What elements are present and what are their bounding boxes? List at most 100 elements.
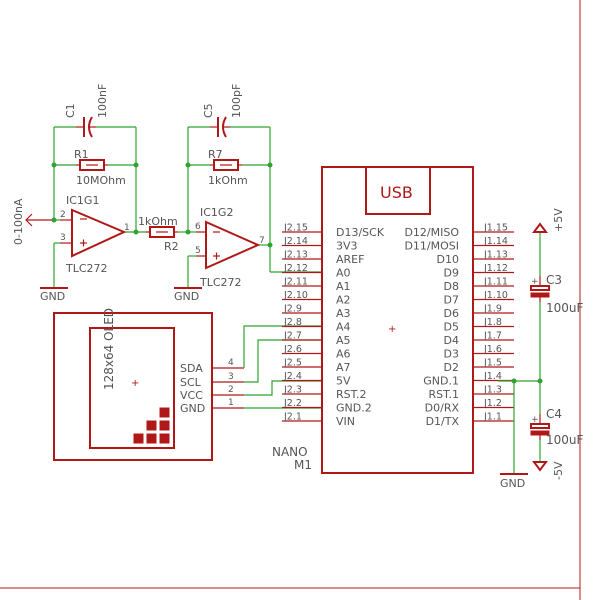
nano-left-net-label: J2.7 bbox=[283, 331, 302, 342]
supply-plus5v: +5V bbox=[532, 208, 565, 233]
r1-name: R1 bbox=[74, 148, 89, 161]
nano-ref: M1 bbox=[294, 458, 312, 472]
oled-pinnum-4: 4 bbox=[228, 358, 234, 368]
ic1g2-pin-7: 7 bbox=[259, 236, 265, 246]
resistor-r7: R7 1kOhm bbox=[208, 148, 248, 187]
nano-left-net-label: J2.4 bbox=[283, 371, 302, 382]
nano-right-net-label: J1.13 bbox=[483, 250, 508, 261]
ic1g1-value: TLC272 bbox=[65, 262, 108, 275]
nano-left-pin-label: 5V bbox=[336, 375, 351, 388]
nano-right-net-label: J1.15 bbox=[483, 223, 508, 234]
nano-left-pin-label: A2 bbox=[336, 294, 351, 307]
gnd-symbol-3: GND bbox=[500, 473, 528, 490]
input-label: 0-100nA bbox=[12, 198, 25, 245]
opamp-ic1g2: 6 5 7 IC1G2 TLC272 bbox=[195, 206, 265, 289]
nano-left-net-label: J2.1 bbox=[283, 412, 302, 423]
nano-left-net-label: J2.6 bbox=[283, 344, 302, 355]
gnd-label-2: GND bbox=[174, 290, 199, 303]
oled-origin-mark: + bbox=[131, 378, 139, 389]
supply-neg-label: -5V bbox=[552, 461, 565, 480]
r2-value: 1kOhm bbox=[138, 215, 178, 228]
nano-right-pin-label: GND.1 bbox=[423, 375, 459, 388]
c5-name: C5 bbox=[202, 103, 215, 118]
nano-right-net-label: J1.6 bbox=[483, 344, 502, 355]
c1-name: C1 bbox=[64, 103, 77, 118]
nano-right-pin-label: D7 bbox=[444, 294, 459, 307]
nano-right-net-label: J1.3 bbox=[483, 385, 502, 396]
nano-left-pin-label: A1 bbox=[336, 280, 351, 293]
nano-name: NANO bbox=[272, 445, 308, 459]
nano-left-net-label: J2.11 bbox=[283, 277, 308, 288]
nano-left-pin-label: A0 bbox=[336, 267, 351, 280]
opamp-ic1g1: 2 3 1 IC1G1 TLC272 bbox=[60, 194, 130, 275]
oled-pin-gnd: GND bbox=[180, 402, 205, 415]
nano-right-pin-label: D11/MOSI bbox=[404, 240, 459, 253]
gnd-symbol-2: GND bbox=[174, 287, 202, 303]
resistor-r1: R1 10MOhm bbox=[74, 148, 126, 187]
r1-value: 10MOhm bbox=[76, 174, 126, 187]
nano-right-net-label: J1.14 bbox=[483, 236, 508, 247]
nano-right-pin-label: D12/MISO bbox=[404, 226, 459, 239]
nano-left-pin-label: A6 bbox=[336, 348, 351, 361]
capacitor-c4: + C4 100uF bbox=[530, 407, 584, 447]
nano-right-pin-label: D8 bbox=[444, 280, 459, 293]
nano-left-pins: D13/SCKJ2.153V3J2.14AREFJ2.13A0J2.12A1J2… bbox=[282, 223, 385, 428]
nano-left-net-label: J2.3 bbox=[283, 385, 302, 396]
nano-left-net-label: J2.10 bbox=[283, 290, 308, 301]
nano-right-pin-label: D3 bbox=[444, 348, 459, 361]
nano-left-net-label: J2.8 bbox=[283, 317, 302, 328]
nano-left-net-label: J2.13 bbox=[283, 250, 308, 261]
sheet-frame bbox=[0, 0, 581, 600]
nano-right-net-label: J1.1 bbox=[483, 412, 502, 423]
capacitor-c1: C1 100nF bbox=[64, 84, 109, 138]
capacitor-c3: + C3 100uF bbox=[530, 273, 584, 315]
nano-right-pin-label: D4 bbox=[444, 334, 459, 347]
ic1g2-pin-6: 6 bbox=[195, 222, 201, 232]
nano-right-net-label: J1.10 bbox=[483, 290, 508, 301]
oled-pin-scl: SCL bbox=[180, 376, 202, 389]
ic1g1-name: IC1G1 bbox=[66, 194, 99, 207]
ic1g1-pin-1: 1 bbox=[124, 223, 130, 233]
stage1-wires bbox=[51, 126, 188, 288]
ic1g2-name: IC1G2 bbox=[200, 206, 233, 219]
nano-left-pin-label: A7 bbox=[336, 361, 351, 374]
c4-name: C4 bbox=[546, 407, 562, 421]
nano-left-pin-label: A5 bbox=[336, 334, 351, 347]
nano-left-pin-label: AREF bbox=[336, 253, 364, 266]
oled-module: 128x64 OLED + SDA SCL VCC GND 4 3 2 1 bbox=[53, 308, 244, 461]
nano-left-pin-label: GND.2 bbox=[336, 402, 372, 415]
nano-right-net-label: J1.2 bbox=[483, 398, 502, 409]
nano-right-pin-label: D2 bbox=[444, 361, 459, 374]
nano-left-pin-label: VIN bbox=[336, 415, 355, 428]
nano-right-pin-label: D5 bbox=[444, 321, 459, 334]
supply-minus5v: -5V bbox=[532, 461, 565, 480]
nano-right-net-label: J1.9 bbox=[483, 304, 502, 315]
c3-value: 100uF bbox=[546, 301, 584, 315]
gnd-symbol-1: GND bbox=[40, 287, 68, 303]
nano-left-net-label: J2.5 bbox=[283, 358, 302, 369]
ic1g1-pin-2: 2 bbox=[60, 210, 66, 220]
oled-pin-vcc: VCC bbox=[180, 389, 203, 402]
c3-plus: + bbox=[531, 277, 539, 287]
nano-left-net-label: J2.9 bbox=[283, 304, 302, 315]
oled-pinnum-1: 1 bbox=[228, 398, 234, 408]
r7-name: R7 bbox=[208, 148, 223, 161]
nano-left-net-label: J2.14 bbox=[283, 236, 308, 247]
nano-left-net-label: J2.2 bbox=[283, 398, 302, 409]
nano-left-pin-label: 3V3 bbox=[336, 240, 358, 253]
resistor-r2: 1kOhm R2 bbox=[138, 215, 179, 253]
nano-right-pin-label: D10 bbox=[437, 253, 459, 266]
input-terminal: 0-100nA bbox=[12, 198, 54, 245]
nano-right-pin-label: D0/RX bbox=[425, 402, 460, 415]
nano-right-pin-label: D1/TX bbox=[426, 415, 460, 428]
nano-left-net-label: J2.15 bbox=[283, 223, 308, 234]
gnd-label-3: GND bbox=[500, 477, 525, 490]
nano-left-pin-label: RST.2 bbox=[336, 388, 367, 401]
nano-right-net-label: J1.4 bbox=[483, 371, 502, 382]
oled-pin-sda: SDA bbox=[180, 362, 203, 375]
capacitor-c5: C5 100pF bbox=[202, 84, 243, 138]
nano-right-pin-label: D6 bbox=[444, 307, 459, 320]
nano-right-pin-label: D9 bbox=[444, 267, 459, 280]
